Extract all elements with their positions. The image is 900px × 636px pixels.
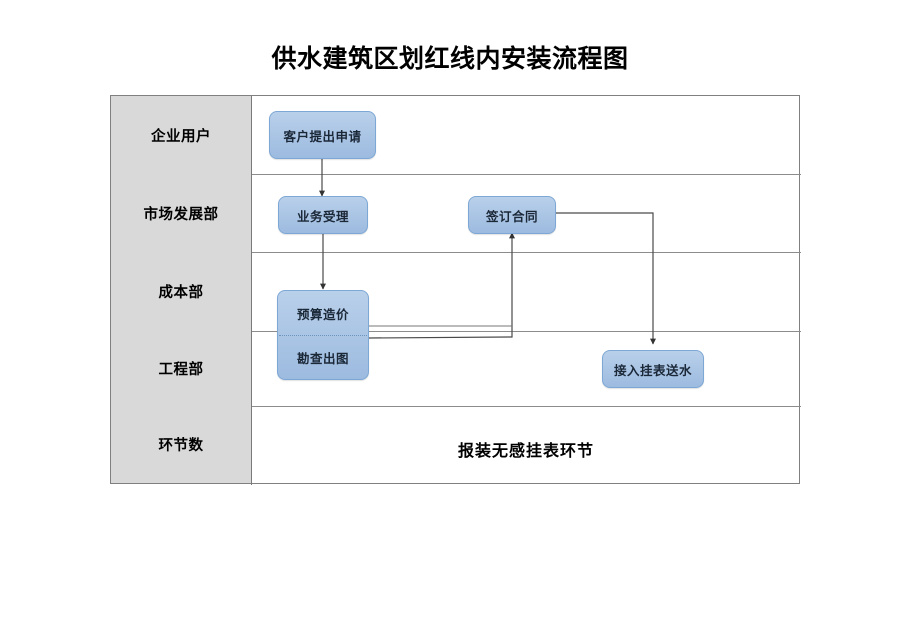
node-business-acceptance[interactable]: 业务受理 (278, 196, 368, 234)
node-connect-meter-water[interactable]: 接入挂表送水 (602, 350, 704, 388)
column-divider (251, 96, 252, 485)
page-title: 供水建筑区划红线内安装流程图 (271, 46, 629, 73)
node-customer-application[interactable]: 客户提出申请 (269, 111, 376, 159)
node-survey-drawing[interactable]: 勘查出图 (296, 351, 349, 366)
lane-label-step-count: 环节数 (111, 406, 251, 483)
lane-label-market-development: 市场发展部 (111, 174, 251, 252)
row-divider-1 (111, 174, 801, 175)
row-divider-4 (111, 406, 801, 407)
lane-label-enterprise-user: 企业用户 (111, 96, 251, 174)
node-budget-and-survey[interactable]: 预算造价 勘查出图 (277, 290, 369, 380)
lane-label-cost-department: 成本部 (111, 252, 251, 331)
summary-row-text: 报装无感挂表环节 (457, 443, 594, 460)
swimlane-table: 企业用户 市场发展部 成本部 工程部 环节数 报装无感挂表环节 (110, 95, 801, 485)
lane-label-engineering-department: 工程部 (111, 331, 251, 406)
node-budget-cost[interactable]: 预算造价 (296, 307, 349, 322)
node-sign-contract[interactable]: 签订合同 (468, 196, 556, 234)
node-internal-divider (279, 335, 367, 336)
